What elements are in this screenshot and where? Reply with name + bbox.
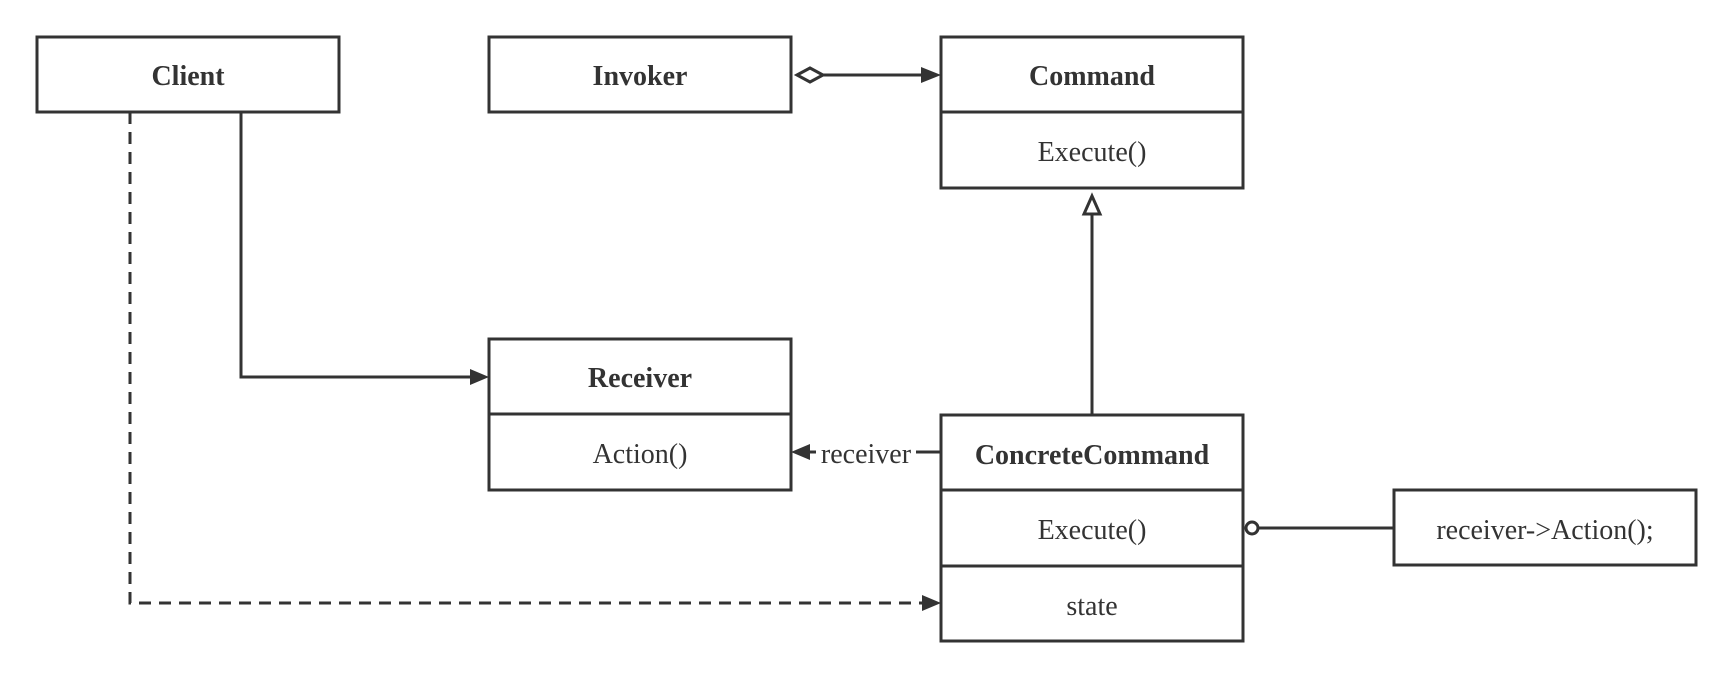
note-attachment-circle-icon xyxy=(1244,520,1260,536)
aggregation-diamond-icon xyxy=(793,66,827,84)
class-receiver[interactable]: Receiver Action() xyxy=(487,337,793,492)
class-concrete-command-attribute: state xyxy=(1066,591,1117,622)
arrowhead-concrete-command-icon xyxy=(922,595,941,611)
implementation-note[interactable]: receiver->Action(); xyxy=(1392,488,1698,567)
class-invoker-box xyxy=(487,35,793,114)
class-command-name: Command xyxy=(1029,61,1155,92)
class-concrete-command-name: ConcreteCommand xyxy=(975,440,1210,471)
arrowhead-command-icon xyxy=(921,67,941,83)
class-receiver-name: Receiver xyxy=(588,363,692,394)
receiver-association-label: receiver xyxy=(821,439,912,470)
class-client[interactable]: Client xyxy=(35,35,341,114)
class-command-operation: Execute() xyxy=(1038,137,1147,168)
class-client-name: Client xyxy=(151,61,225,92)
implementation-note-text: receiver->Action(); xyxy=(1436,515,1653,546)
class-concrete-command[interactable]: ConcreteCommand Execute() state xyxy=(939,413,1245,643)
edge-client-receiver-line xyxy=(239,112,470,379)
edge-note-attachment xyxy=(1244,520,1394,536)
edge-client-concrete-command-line xyxy=(128,112,922,605)
class-client-box xyxy=(35,35,341,114)
class-concrete-command-box xyxy=(939,413,1245,643)
edge-client-receiver xyxy=(239,112,489,385)
edge-client-concrete-command-dependency xyxy=(128,112,941,611)
class-command[interactable]: Command Execute() xyxy=(939,35,1245,190)
edge-invoker-command-aggregation xyxy=(793,66,941,84)
generalization-triangle-icon xyxy=(1081,192,1103,216)
arrowhead-receiver-icon xyxy=(470,369,489,385)
class-concrete-command-operation: Execute() xyxy=(1038,515,1147,546)
edge-concrete-command-generalization xyxy=(1081,192,1103,415)
class-invoker[interactable]: Invoker xyxy=(487,35,793,114)
class-invoker-name: Invoker xyxy=(593,61,688,92)
edge-concrete-command-receiver-association: receiver xyxy=(791,439,941,470)
arrowhead-receiver-association-icon xyxy=(791,444,810,460)
class-receiver-operation: Action() xyxy=(593,439,688,470)
